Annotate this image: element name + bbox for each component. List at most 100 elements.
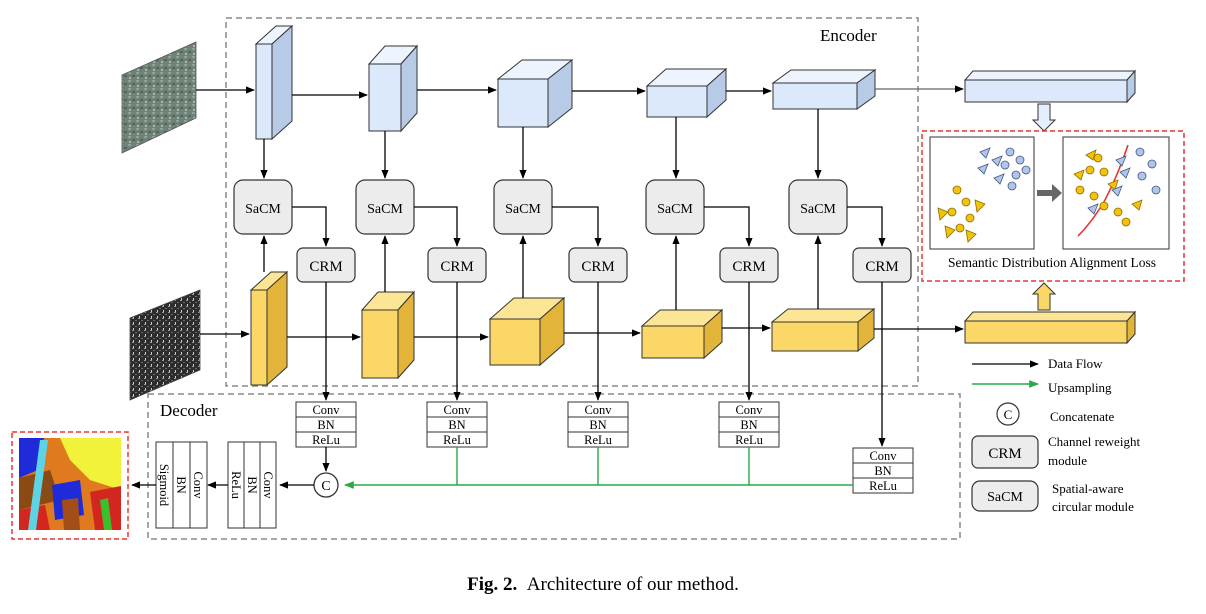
encoder-to-loss-arrow: [1031, 103, 1057, 132]
svg-text:Conv: Conv: [191, 471, 205, 499]
sacm-block-2: SaCM: [355, 179, 415, 235]
legend-crm-desc-1: Channel reweight: [1048, 434, 1140, 449]
output-region: [11, 431, 129, 540]
svg-text:SaCM: SaCM: [987, 490, 1023, 505]
svg-text:CRM: CRM: [440, 259, 473, 275]
loss-label: Semantic Distribution Alignment Loss: [948, 255, 1156, 270]
svg-text:Conv: Conv: [261, 471, 275, 499]
crm-block-5: CRM: [852, 247, 912, 283]
sacm-to-crm-flow: [292, 206, 886, 247]
legend-concat-label: Concatenate: [1050, 409, 1114, 424]
svg-text:CRM: CRM: [865, 259, 898, 275]
svg-text:SaCM: SaCM: [505, 202, 541, 217]
sar-feature-5: [770, 307, 876, 353]
before-distribution-points: [937, 147, 1031, 243]
svg-text:CRM: CRM: [988, 446, 1021, 462]
legend-data-flow-label: Data Flow: [1048, 356, 1103, 371]
sar-output-feature: [963, 310, 1137, 345]
decoder-region: [147, 393, 961, 540]
svg-text:ReLu: ReLu: [584, 433, 613, 447]
classifier-conv-bn-sigmoid: Sigmoid BN Conv: [155, 441, 208, 529]
legend-upsampling-label: Upsampling: [1048, 380, 1112, 395]
encoder-feature-5: [771, 69, 877, 110]
svg-text:CRM: CRM: [732, 259, 765, 275]
crm-block-1: CRM: [296, 247, 356, 283]
svg-text:BN: BN: [448, 418, 465, 432]
legend-crm-box: [971, 435, 1039, 469]
svg-text:BN: BN: [245, 476, 259, 493]
decoder-label: Decoder: [160, 401, 218, 420]
encoder-data-flow: [196, 85, 964, 179]
svg-text:BN: BN: [740, 418, 757, 432]
sar-input-image: [129, 289, 201, 401]
encoder-region: [225, 17, 919, 387]
legend-crm-desc-2: module: [1048, 453, 1087, 468]
encoder-label: Encoder: [820, 26, 877, 45]
sar-feature-4: [640, 308, 724, 360]
loss-region: [921, 130, 1185, 282]
conv-bn-relu-stack-5: Conv BN ReLu: [852, 447, 914, 494]
concatenate-node: C: [313, 472, 339, 498]
svg-text:ReLu: ReLu: [229, 471, 243, 500]
sacm-block-3: SaCM: [493, 179, 553, 235]
svg-text:C: C: [1004, 407, 1013, 422]
svg-text:Conv: Conv: [735, 403, 763, 417]
svg-text:SaCM: SaCM: [367, 202, 403, 217]
conv-bn-relu-stack-2: Conv BN ReLu: [426, 401, 488, 448]
after-distribution-points: [1073, 144, 1161, 237]
svg-text:SaCM: SaCM: [800, 202, 836, 217]
legend-sacm-desc-2: circular module: [1052, 499, 1134, 514]
figure-caption: Fig. 2. Architecture of our method.: [0, 574, 1206, 596]
svg-text:SaCM: SaCM: [245, 202, 281, 217]
svg-text:ReLu: ReLu: [443, 433, 472, 447]
figure-number: Fig. 2.: [467, 574, 518, 595]
figure-caption-text: Architecture of our method.: [526, 574, 739, 595]
sar-to-loss-arrow: [1031, 282, 1057, 311]
svg-text:SaCM: SaCM: [657, 202, 693, 217]
svg-text:BN: BN: [589, 418, 606, 432]
legend-sacm-box: [971, 480, 1039, 512]
svg-text:CRM: CRM: [309, 259, 342, 275]
svg-text:Conv: Conv: [312, 403, 340, 417]
encoder-feature-4: [645, 67, 728, 119]
upsampling-flow: [344, 447, 853, 489]
encoder-output-feature: [963, 69, 1137, 104]
svg-text:Sigmoid: Sigmoid: [157, 464, 171, 507]
conv-bn-relu-stack-1: Conv BN ReLu: [295, 401, 357, 448]
segmentation-output-map: [19, 438, 121, 530]
sacm-block-1: SaCM: [233, 179, 293, 235]
optical-input-image: [121, 41, 197, 154]
crm-to-decoder-flow: [322, 282, 886, 447]
conv-bn-relu-stack-4: Conv BN ReLu: [718, 401, 780, 448]
svg-text:ReLu: ReLu: [869, 479, 898, 493]
svg-text:Conv: Conv: [443, 403, 471, 417]
alignment-arrow: [1037, 184, 1062, 202]
encoder-feature-3: [496, 58, 574, 129]
svg-text:BN: BN: [874, 464, 891, 478]
svg-text:Conv: Conv: [869, 449, 897, 463]
encoder-feature-2: [367, 44, 419, 133]
encoder-feature-1: [254, 24, 294, 141]
crm-block-4: CRM: [719, 247, 779, 283]
legend: Data Flow Upsampling C Concatenate CRM C…: [971, 356, 1140, 514]
svg-text:CRM: CRM: [581, 259, 614, 275]
sar-feature-3: [488, 296, 566, 367]
sar-feature-2: [360, 290, 416, 380]
svg-text:ReLu: ReLu: [312, 433, 341, 447]
sacm-block-5: SaCM: [788, 179, 848, 235]
legend-sacm-desc-1: Spatial-aware: [1052, 481, 1124, 496]
svg-text:BN: BN: [174, 476, 188, 493]
crm-block-2: CRM: [427, 247, 487, 283]
svg-text:C: C: [321, 479, 330, 494]
sacm-block-4: SaCM: [645, 179, 705, 235]
crm-block-3: CRM: [568, 247, 628, 283]
sar-data-flow: [200, 235, 964, 341]
svg-text:ReLu: ReLu: [735, 433, 764, 447]
svg-text:Conv: Conv: [584, 403, 612, 417]
sar-feature-1: [249, 270, 289, 387]
svg-text:BN: BN: [317, 418, 334, 432]
conv-bn-relu-stack-3: Conv BN ReLu: [567, 401, 629, 448]
head-conv-bn-relu: ReLu BN Conv: [227, 441, 277, 529]
legend-concat-symbol: [996, 402, 1020, 426]
